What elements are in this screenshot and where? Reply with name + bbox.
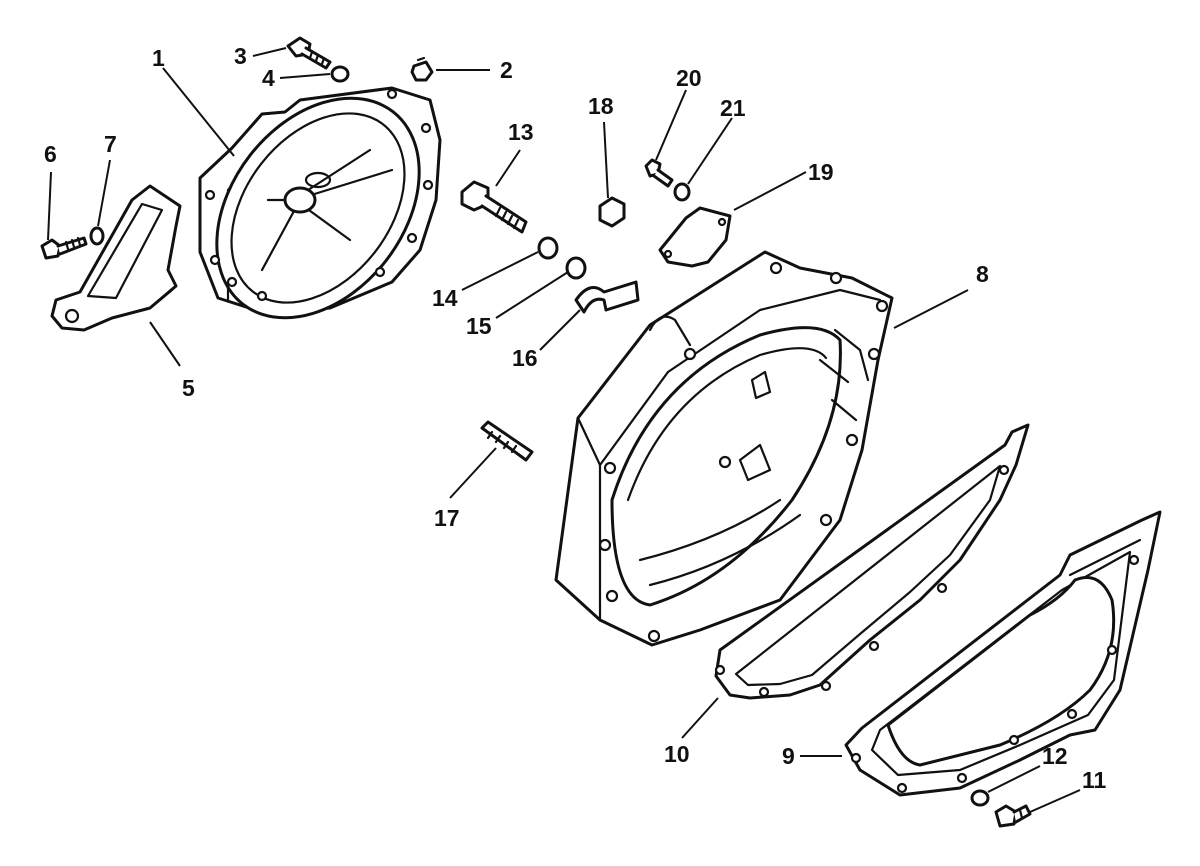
part-3-bolt (286, 36, 332, 70)
part-6-bolt (40, 236, 88, 260)
part-13-bolt (460, 180, 528, 234)
callout-14: 14 (432, 285, 458, 311)
part-7-washer (89, 226, 105, 246)
callout-7: 7 (104, 131, 117, 157)
part-21-washer (673, 182, 691, 202)
part-16-clip (574, 280, 640, 314)
callout-4: 4 (262, 65, 275, 91)
part-10-gasket (714, 423, 1030, 700)
part-20-bolt (644, 158, 674, 188)
callout-8: 8 (976, 261, 989, 287)
part-15-washer (565, 256, 587, 280)
callout-6: 6 (44, 141, 57, 167)
callout-15: 15 (466, 313, 492, 339)
part-1-adapter-housing (198, 86, 442, 320)
part-8-flywheel-housing (554, 250, 894, 647)
callout-20: 20 (676, 65, 702, 91)
part-17-stud (480, 420, 534, 462)
callout-labels: 1 2 3 4 5 6 7 8 9 10 11 12 13 14 15 16 1… (44, 43, 1107, 793)
callout-21: 21 (720, 95, 746, 121)
callout-5: 5 (182, 375, 195, 401)
callout-10: 10 (664, 741, 690, 767)
callout-18: 18 (588, 93, 614, 119)
callout-1: 1 (152, 45, 165, 71)
part-19-cover (658, 206, 732, 268)
callout-17: 17 (434, 505, 460, 531)
part-11-bolt (994, 804, 1032, 828)
part-2-fitting (410, 56, 434, 82)
callout-2: 2 (500, 57, 513, 83)
leader-lines (47, 47, 1081, 813)
callout-13: 13 (508, 119, 534, 145)
callout-16: 16 (512, 345, 538, 371)
part-5-bracket (50, 184, 182, 332)
callout-11: 11 (1082, 767, 1107, 793)
callout-12: 12 (1042, 743, 1068, 769)
part-4-washer (330, 65, 350, 83)
part-12-washer (970, 789, 990, 807)
part-14-washer (537, 236, 559, 260)
part-9-cover-plate (844, 510, 1162, 797)
callout-19: 19 (808, 159, 834, 185)
callout-3: 3 (234, 43, 247, 69)
part-18-nut (598, 196, 626, 228)
callout-9: 9 (782, 743, 795, 769)
